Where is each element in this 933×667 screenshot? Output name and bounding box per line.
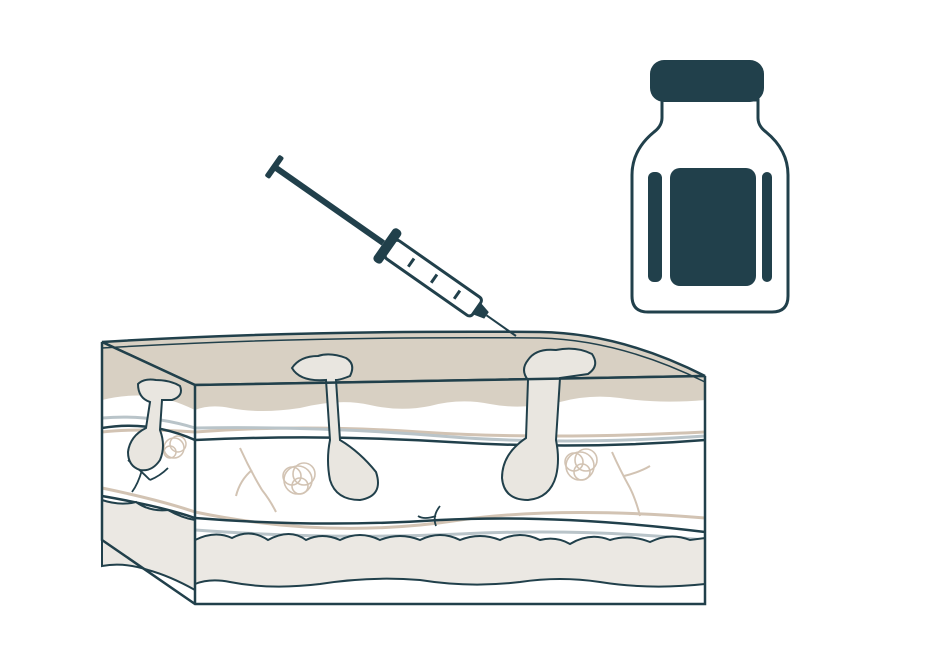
gland-coil-1	[282, 462, 316, 495]
hair-follicle-3	[126, 378, 182, 472]
fiber-gray-1	[194, 426, 706, 443]
vial-label	[670, 168, 756, 286]
syringe-hub	[472, 302, 489, 319]
syringe-mark-3	[407, 257, 416, 268]
fiber-tan-2	[101, 486, 706, 530]
syringe-plunger-thumb	[265, 155, 284, 179]
vial-icon	[630, 60, 790, 314]
gland-coil-3	[163, 435, 187, 459]
skin-block-outline	[100, 340, 707, 606]
vial-cap	[650, 60, 764, 102]
epidermis-edge	[101, 336, 706, 383]
vial-label-edge-left	[648, 172, 662, 282]
hair-follicle-1	[290, 353, 379, 502]
syringe-flange	[373, 228, 402, 264]
syringe-mark-2	[429, 273, 439, 284]
skin-cross-section-icon	[100, 330, 707, 606]
epidermis-front	[195, 376, 705, 411]
gland-coil-2	[564, 448, 598, 481]
fiber-gray-2	[194, 528, 706, 542]
syringe-icon	[265, 155, 517, 337]
syringe-plunger-rod	[273, 164, 386, 246]
fiber-dark-2	[101, 494, 706, 534]
syringe-mark-1	[452, 289, 462, 300]
fat-layer-front	[194, 532, 706, 588]
nerve-branch-4	[417, 505, 441, 527]
nerve-branch-1	[235, 447, 277, 513]
hair-follicle-2	[500, 347, 597, 502]
syringe-needle	[485, 314, 517, 337]
vial-label-edge-right	[762, 172, 772, 282]
nerve-branch-2	[611, 451, 651, 517]
fiber-dark-1	[194, 436, 706, 447]
